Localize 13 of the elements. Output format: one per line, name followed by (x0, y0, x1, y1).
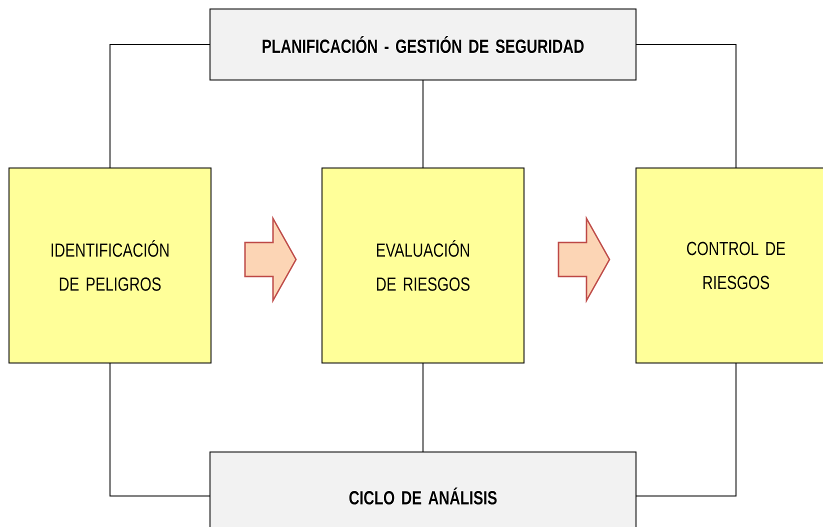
connector-line (422, 363, 424, 452)
process-box: CONTROL DE RIESGOS (636, 168, 823, 364)
connector-line (110, 363, 210, 496)
title-box: PLANIFICACIÓN - GESTIÓN DE SEGURIDAD (210, 8, 636, 80)
connector-line (110, 44, 210, 168)
connector-line (422, 80, 424, 168)
connector-line (636, 44, 736, 168)
process-box: EVALUACIÓN DE RIESGOS (322, 168, 524, 364)
title-box: CICLO DE ANÁLISIS (210, 452, 636, 527)
block-arrow (244, 216, 297, 304)
connector-line (636, 363, 736, 496)
block-arrow (558, 216, 610, 304)
process-box: IDENTIFICACIÓN DE PELIGROS (8, 168, 212, 364)
